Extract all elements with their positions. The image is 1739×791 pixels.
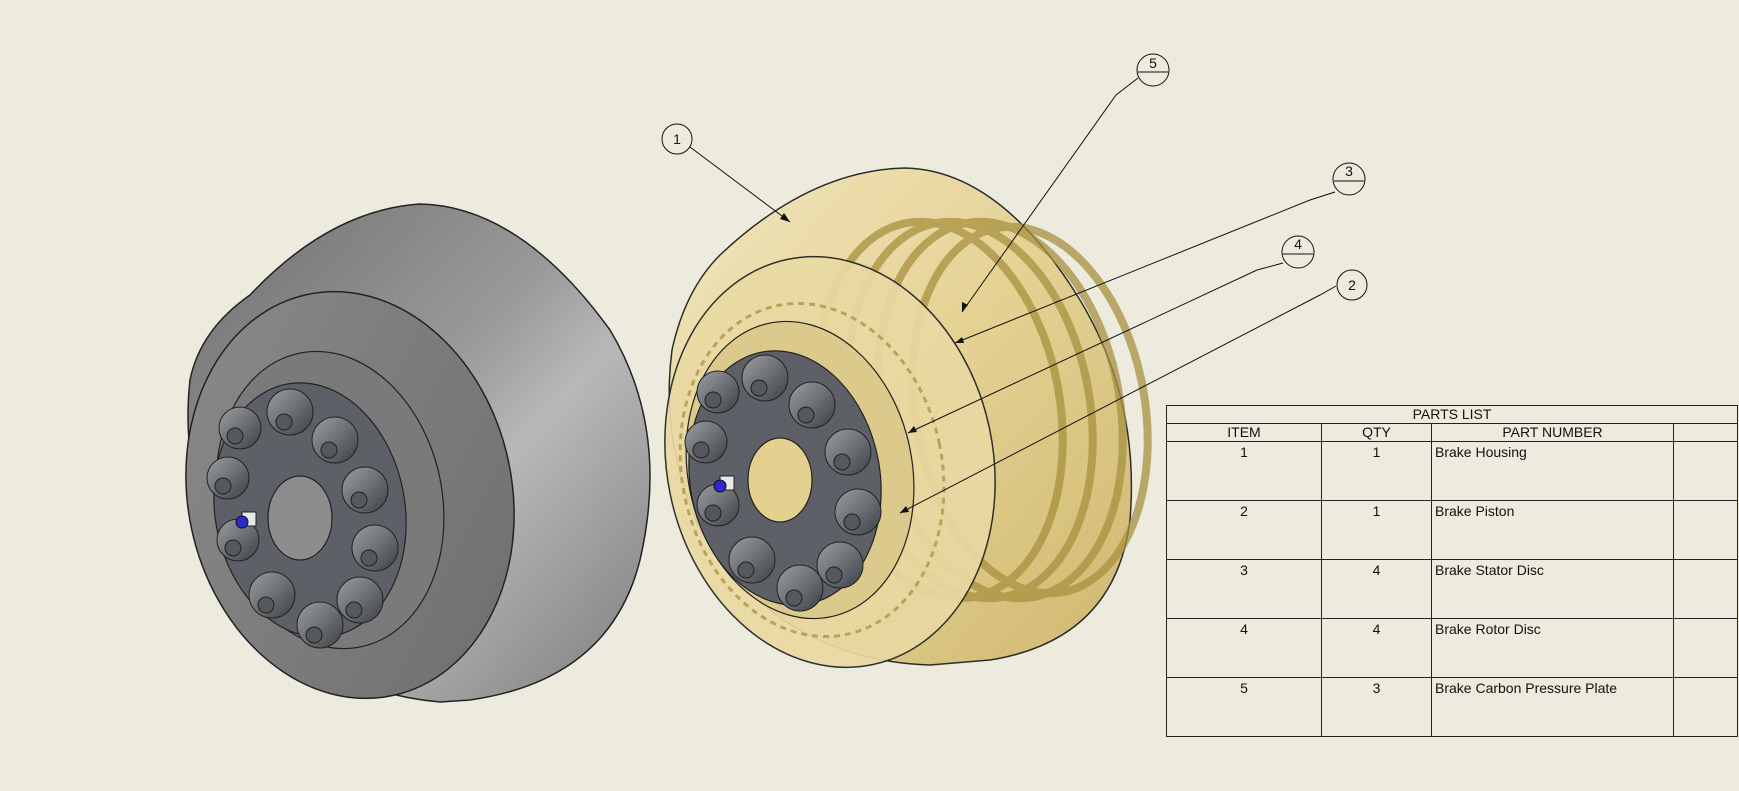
pin-blue-translucent <box>713 479 727 493</box>
leader-2 <box>899 285 1337 514</box>
leader-1 <box>689 146 791 223</box>
header-qty: QTY <box>1321 423 1432 442</box>
rotor-ring <box>678 301 946 639</box>
row-extra <box>1673 677 1738 737</box>
table-row: 5 3 Brake Carbon Pressure Plate <box>1166 677 1738 737</box>
parts-list-table: PARTS LIST ITEM QTY PART NUMBER 1 1 Brak… <box>1166 405 1738 737</box>
row-extra <box>1673 618 1738 678</box>
row-qty: 4 <box>1321 618 1432 678</box>
balloon-2-label: 2 <box>1348 277 1356 293</box>
balloon-3-label: 3 <box>1345 163 1353 179</box>
balloon-5-label: 5 <box>1149 55 1157 71</box>
balloon-1-label: 1 <box>673 131 681 147</box>
row-part-number: Brake Stator Disc <box>1431 559 1674 619</box>
table-row: 3 4 Brake Stator Disc <box>1166 559 1738 619</box>
row-item: 2 <box>1166 500 1322 560</box>
header-part-number: PART NUMBER <box>1431 423 1674 442</box>
center-hole-translucent <box>747 437 813 523</box>
row-part-number: Brake Piston <box>1431 500 1674 560</box>
brake-assembly-translucent <box>664 167 1152 669</box>
brake-assembly-solid <box>185 203 651 703</box>
row-extra <box>1673 500 1738 560</box>
header-extra <box>1673 423 1738 442</box>
row-item: 3 <box>1166 559 1322 619</box>
row-item: 5 <box>1166 677 1322 737</box>
row-part-number: Brake Rotor Disc <box>1431 618 1674 678</box>
balloon-4-label: 4 <box>1294 236 1302 252</box>
balloon-4: 4 <box>1281 235 1315 269</box>
row-qty: 1 <box>1321 500 1432 560</box>
leader-lines <box>689 77 1337 514</box>
leader-5 <box>961 77 1139 313</box>
balloon-3: 3 <box>1332 162 1366 196</box>
row-part-number: Brake Carbon Pressure Plate <box>1431 677 1674 737</box>
balloon-1: 1 <box>661 123 693 155</box>
row-item: 1 <box>1166 441 1322 501</box>
leader-arrowheads <box>780 213 968 513</box>
table-row: 4 4 Brake Rotor Disc <box>1166 618 1738 678</box>
row-extra <box>1673 559 1738 619</box>
leader-4 <box>907 262 1284 434</box>
table-row: 1 1 Brake Housing <box>1166 441 1738 501</box>
balloon-2: 2 <box>1336 269 1368 301</box>
header-item: ITEM <box>1166 423 1322 442</box>
parts-list-title-row: PARTS LIST <box>1166 405 1738 424</box>
leader-3 <box>954 191 1336 344</box>
bosses-gray <box>206 388 399 649</box>
row-qty: 4 <box>1321 559 1432 619</box>
balloon-5: 5 <box>1136 53 1170 87</box>
row-qty: 1 <box>1321 441 1432 501</box>
bosses-translucent <box>684 354 882 612</box>
parts-list-header-row: ITEM QTY PART NUMBER <box>1166 423 1738 442</box>
pin-blue-gray <box>235 515 249 529</box>
row-extra <box>1673 441 1738 501</box>
row-qty: 3 <box>1321 677 1432 737</box>
row-part-number: Brake Housing <box>1431 441 1674 501</box>
row-item: 4 <box>1166 618 1322 678</box>
table-row: 2 1 Brake Piston <box>1166 500 1738 560</box>
center-hole-gray <box>267 475 333 561</box>
parts-list-title: PARTS LIST <box>1166 405 1738 424</box>
